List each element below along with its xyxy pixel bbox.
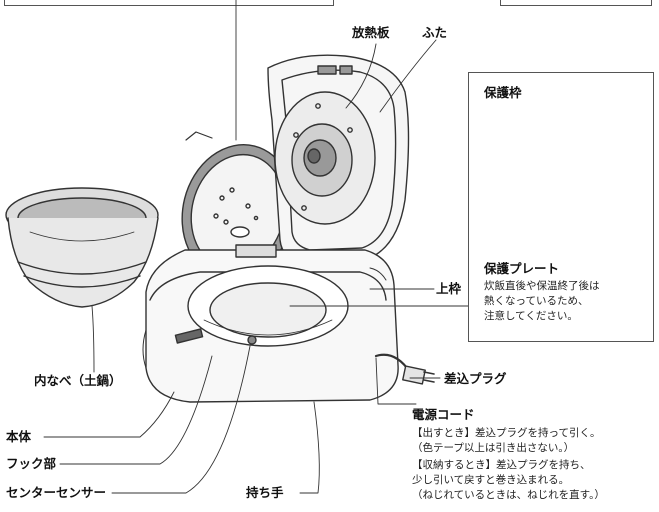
- cord-note-line: 【収納するとき】差込プラグを持ち、: [412, 458, 591, 472]
- cord-note-line: 【出すとき】差込プラグを持って引く。: [412, 426, 600, 440]
- label-protect-frame: 保護枠: [484, 86, 522, 100]
- label-body: 本体: [6, 430, 31, 444]
- cord-note-line: （ねじれているときは、ねじれを直す。）: [412, 488, 605, 502]
- label-inner-pot: 内なべ（土鍋）: [34, 374, 122, 388]
- label-plug: 差込プラグ: [444, 372, 507, 386]
- body-drawing: [143, 245, 398, 402]
- label-lid: ふた: [422, 26, 447, 40]
- label-protect-plate: 保護プレート: [484, 262, 559, 276]
- plate-note-line: 熱くなっているため、: [484, 294, 588, 308]
- inner-pot-drawing: [6, 188, 158, 307]
- label-center-sensor: センターセンサー: [6, 486, 106, 500]
- lid-drawing: [268, 55, 409, 262]
- plate-note-line: 炊飯直後や保温終了後は: [484, 279, 600, 293]
- label-heat-plate: 放熱板: [352, 26, 390, 40]
- plate-note-line: 注意してください。: [484, 309, 578, 323]
- cord-note-line: （色テープ以上は引き出さない。）: [412, 441, 574, 455]
- label-hook: フック部: [6, 457, 56, 471]
- label-handle: 持ち手: [246, 486, 284, 500]
- cord-note-line: 少し引いて戻すと巻き込まれる。: [412, 473, 569, 487]
- label-power-cord: 電源コード: [412, 408, 475, 422]
- label-upper-frame: 上枠: [436, 282, 461, 296]
